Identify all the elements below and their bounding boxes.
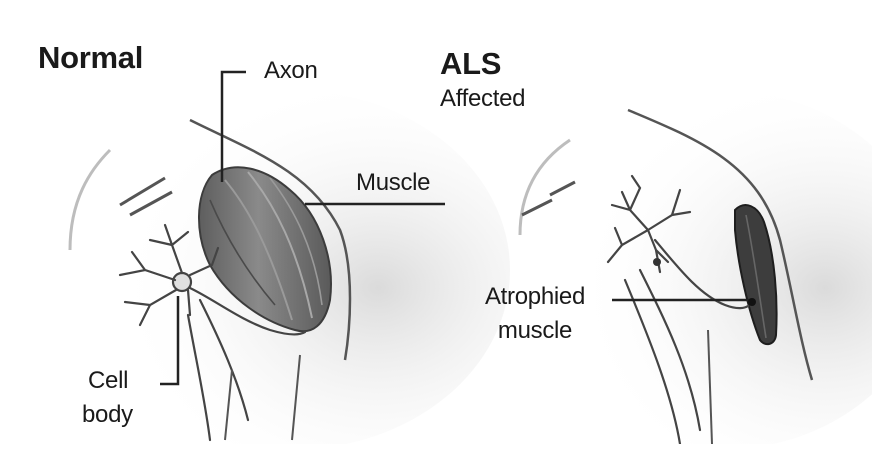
atrophied-label-line1: Atrophied	[465, 284, 605, 309]
atrophied-label-line2: muscle	[465, 318, 605, 343]
als-panel	[510, 90, 872, 444]
atrophied-leader-dot	[748, 298, 756, 306]
normal-panel	[70, 72, 510, 444]
als-subheading: Affected	[440, 86, 525, 111]
cell-body-label-line2: body	[82, 402, 133, 427]
normal-heading: Normal	[38, 42, 143, 75]
cell-body-label-line1: Cell	[88, 368, 128, 393]
als-heading: ALS	[440, 48, 501, 81]
muscle-label: Muscle	[356, 170, 430, 195]
als-cell-body-dot	[653, 258, 661, 266]
axon-label: Axon	[264, 58, 318, 83]
